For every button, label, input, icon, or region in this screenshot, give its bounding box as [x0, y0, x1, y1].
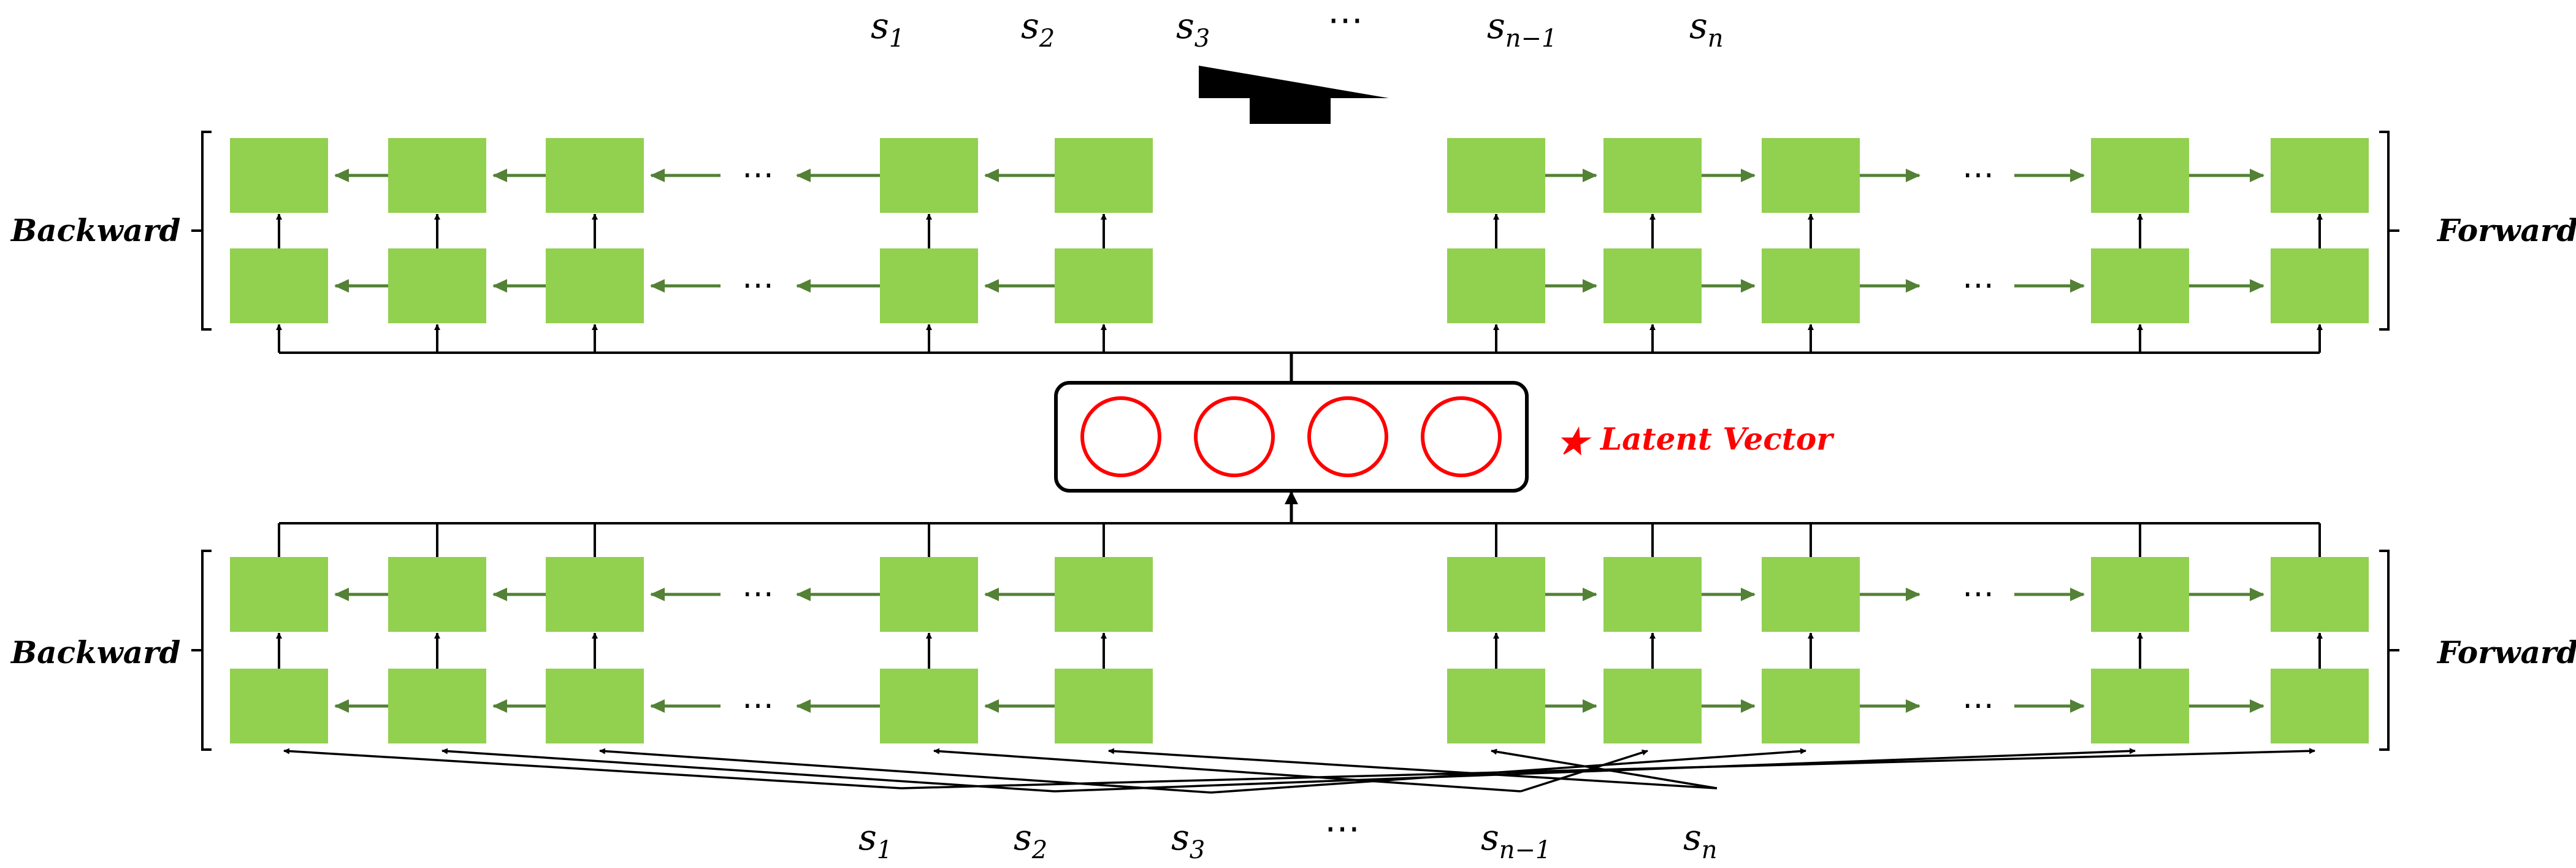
encoder-lstm-cell [2271, 669, 2369, 743]
decoder-left-bracket [191, 131, 212, 331]
input-to-backward-arrow [599, 748, 1212, 794]
encoder-lstm-cell [546, 669, 644, 743]
encoder-lstm-cell [230, 669, 328, 743]
decoder-lstm-cell [1762, 138, 1860, 213]
latent-unit [1080, 396, 1161, 477]
input-token-row: s1 s2 s3 ⋯ sn−1 sn [858, 807, 1718, 864]
input-to-forward-arrow [1054, 748, 2136, 793]
encoder-cell-ellipsis: ⋯ [1962, 687, 1994, 724]
decoder-lstm-cell [2091, 138, 2189, 213]
input-to-forward-arrow [1210, 748, 1806, 794]
latent-unit [1194, 396, 1275, 477]
decoder-lstm-cell [1055, 248, 1153, 323]
encoder-left-bracket [191, 550, 212, 751]
output-token-ellipsis: ⋯ [1328, 0, 1363, 40]
decoder-lstm-cell [2271, 248, 2369, 323]
encoder-lstm-cell [1603, 557, 1702, 632]
encoder-cell-ellipsis: ⋯ [1962, 575, 1994, 612]
decoder-lstm-cell [2091, 248, 2189, 323]
decoder-lstm-cell [1447, 138, 1545, 213]
encoder-lstm-cell [1447, 669, 1545, 743]
output-token: sn−1 [1487, 5, 1557, 53]
encoder-lstm-cell [230, 557, 328, 632]
decoder-cell-ellipsis: ⋯ [1962, 156, 1994, 193]
output-token: s2 [1021, 5, 1055, 53]
output-arrow-icon [1199, 66, 1389, 124]
encoder-right-bracket [2379, 550, 2399, 751]
encoder-block: ⋯ ⋯ ⋯ ⋯ [191, 491, 2399, 751]
decoder-backward-label: Backward [10, 212, 181, 248]
decoder-cell-ellipsis: ⋯ [742, 267, 774, 304]
output-token: s3 [1176, 5, 1210, 53]
decoder-lstm-cell [388, 248, 486, 323]
encoder-lstm-cell [388, 669, 486, 743]
decoder-lstm-cell [1603, 138, 1702, 213]
input-token-ellipsis: ⋯ [1324, 807, 1360, 849]
decoder-lstm-cell [1603, 248, 1702, 323]
decoder-lstm-cell [880, 248, 978, 323]
decoder-lstm-cell [546, 248, 644, 323]
decoder-lstm-cell [546, 138, 644, 213]
decoder-block: ⋯ ⋯ ⋯ ⋯ [191, 131, 2399, 383]
decoder-right-bracket [2379, 131, 2399, 331]
encoder-lstm-cell [1762, 669, 1860, 743]
decoder-forward-label: Forward [2436, 212, 2576, 248]
output-token: sn [1689, 5, 1724, 53]
encoder-lstm-cell [880, 669, 978, 743]
encoder-lstm-cell [2091, 669, 2189, 743]
decoder-lstm-cell [880, 138, 978, 213]
encoder-lstm-cell [880, 557, 978, 632]
decoder-cell-ellipsis: ⋯ [742, 156, 774, 193]
encoder-lstm-cell [1055, 557, 1153, 632]
encoder-lstm-cell [1055, 669, 1153, 743]
decoder-cell-ellipsis: ⋯ [1962, 267, 1994, 304]
input-to-backward-arrow [933, 748, 1521, 793]
input-to-forward-arrow [1520, 749, 1648, 793]
latent-unit [1307, 396, 1388, 477]
encoder-cell-ellipsis: ⋯ [742, 687, 774, 724]
encoder-lstm-cell [1603, 669, 1702, 743]
input-to-backward-arrow [283, 748, 902, 789]
encoder-lstm-cell [388, 557, 486, 632]
encoder-cell-ellipsis: ⋯ [742, 575, 774, 612]
output-token: s1 [871, 5, 904, 53]
input-token: s2 [1014, 816, 1047, 864]
encoder-lstm-cell [2271, 557, 2369, 632]
output-token-row: s1 s2 s3 ⋯ sn−1 sn [871, 0, 1724, 53]
latent-vector-label: Latent Vector [1599, 421, 1835, 457]
input-to-backward-arrow [441, 748, 1055, 793]
encoder-lstm-cell [2091, 557, 2189, 632]
decoder-lstm-cell [230, 138, 328, 213]
latent-vector-frame [1054, 381, 1529, 493]
decoder-lstm-cell [1762, 248, 1860, 323]
input-token: s3 [1171, 816, 1205, 864]
decoder-lstm-cell [1055, 138, 1153, 213]
decoder-lstm-cell [230, 248, 328, 323]
input-token: sn−1 [1481, 816, 1551, 864]
encoder-forward-label: Forward [2436, 634, 2576, 670]
input-connections [283, 748, 2315, 794]
latent-star-icon: ★ [1556, 421, 1592, 463]
input-token: s1 [858, 816, 892, 864]
latent-unit [1421, 396, 1502, 477]
latent-vector-box [1054, 381, 1529, 493]
input-to-forward-arrow [1491, 748, 1718, 789]
decoder-lstm-cell [1447, 248, 1545, 323]
encoder-backward-label: Backward [10, 634, 181, 670]
encoder-lstm-cell [1762, 557, 1860, 632]
decoder-lstm-cell [388, 138, 486, 213]
input-to-backward-arrow [1108, 748, 1718, 789]
encoder-lstm-cell [1447, 557, 1545, 632]
decoder-lstm-cell [2271, 138, 2369, 213]
input-token: sn [1683, 816, 1718, 864]
encoder-lstm-cell [546, 557, 644, 632]
